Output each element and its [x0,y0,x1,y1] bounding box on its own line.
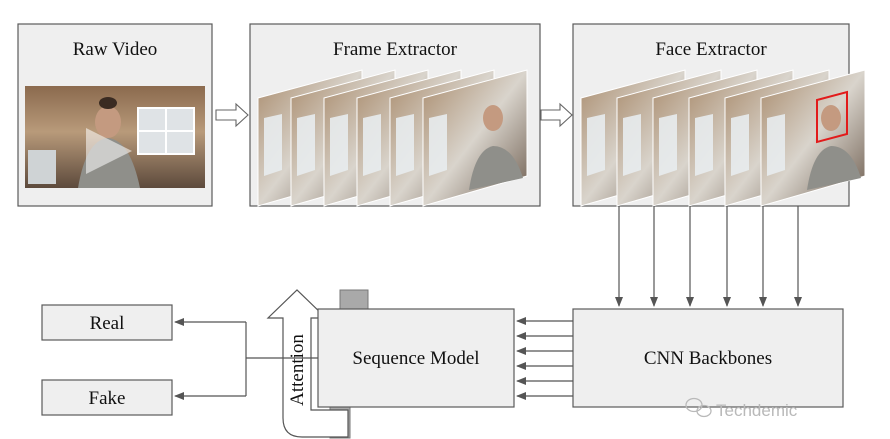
sequence-model-box [317,308,515,408]
sequence-model-stage: Sequence Model [317,308,515,408]
block-arrow-raw-to-frames [215,102,249,128]
raw-video-stage: Raw Video [17,23,213,207]
cnn-backbones-label: CNN Backbones [644,348,772,369]
fake-box [41,379,173,416]
frame-stack [257,69,528,207]
face-extractor-stage: Face Extractor [572,23,866,207]
cnn-backbones-stage: CNN Backbones [572,308,844,408]
face-frame-stack [580,69,866,207]
real-label: Real [90,313,125,334]
fake-output: Fake [41,379,173,416]
watermark: Techdemic [685,397,798,420]
face-to-cnn-arrows [615,206,802,307]
raw-video-label: Raw Video [73,39,158,60]
play-icon [86,128,132,174]
block-arrow-frames-to-faces [540,102,573,128]
attention-label: Attention [287,334,308,406]
frame-extractor-label: Frame Extractor [333,39,458,60]
fake-label: Fake [89,388,126,409]
face-bounding-box [816,90,848,144]
video-frame [422,69,528,207]
sequence-model-label: Sequence Model [352,348,479,369]
watermark-text: Techdemic [716,401,798,420]
video-frame [760,69,866,207]
real-output: Real [41,304,173,341]
cnn-to-sequence-arrows [516,317,573,400]
frame-extractor-stage: Frame Extractor [249,23,541,207]
output-arrows [174,318,318,400]
face-extractor-label: Face Extractor [655,39,767,60]
real-box [41,304,173,341]
raw-video-thumbnail [25,86,205,188]
attention-arrow: Attention [266,289,369,439]
wechat-icon [685,397,712,418]
